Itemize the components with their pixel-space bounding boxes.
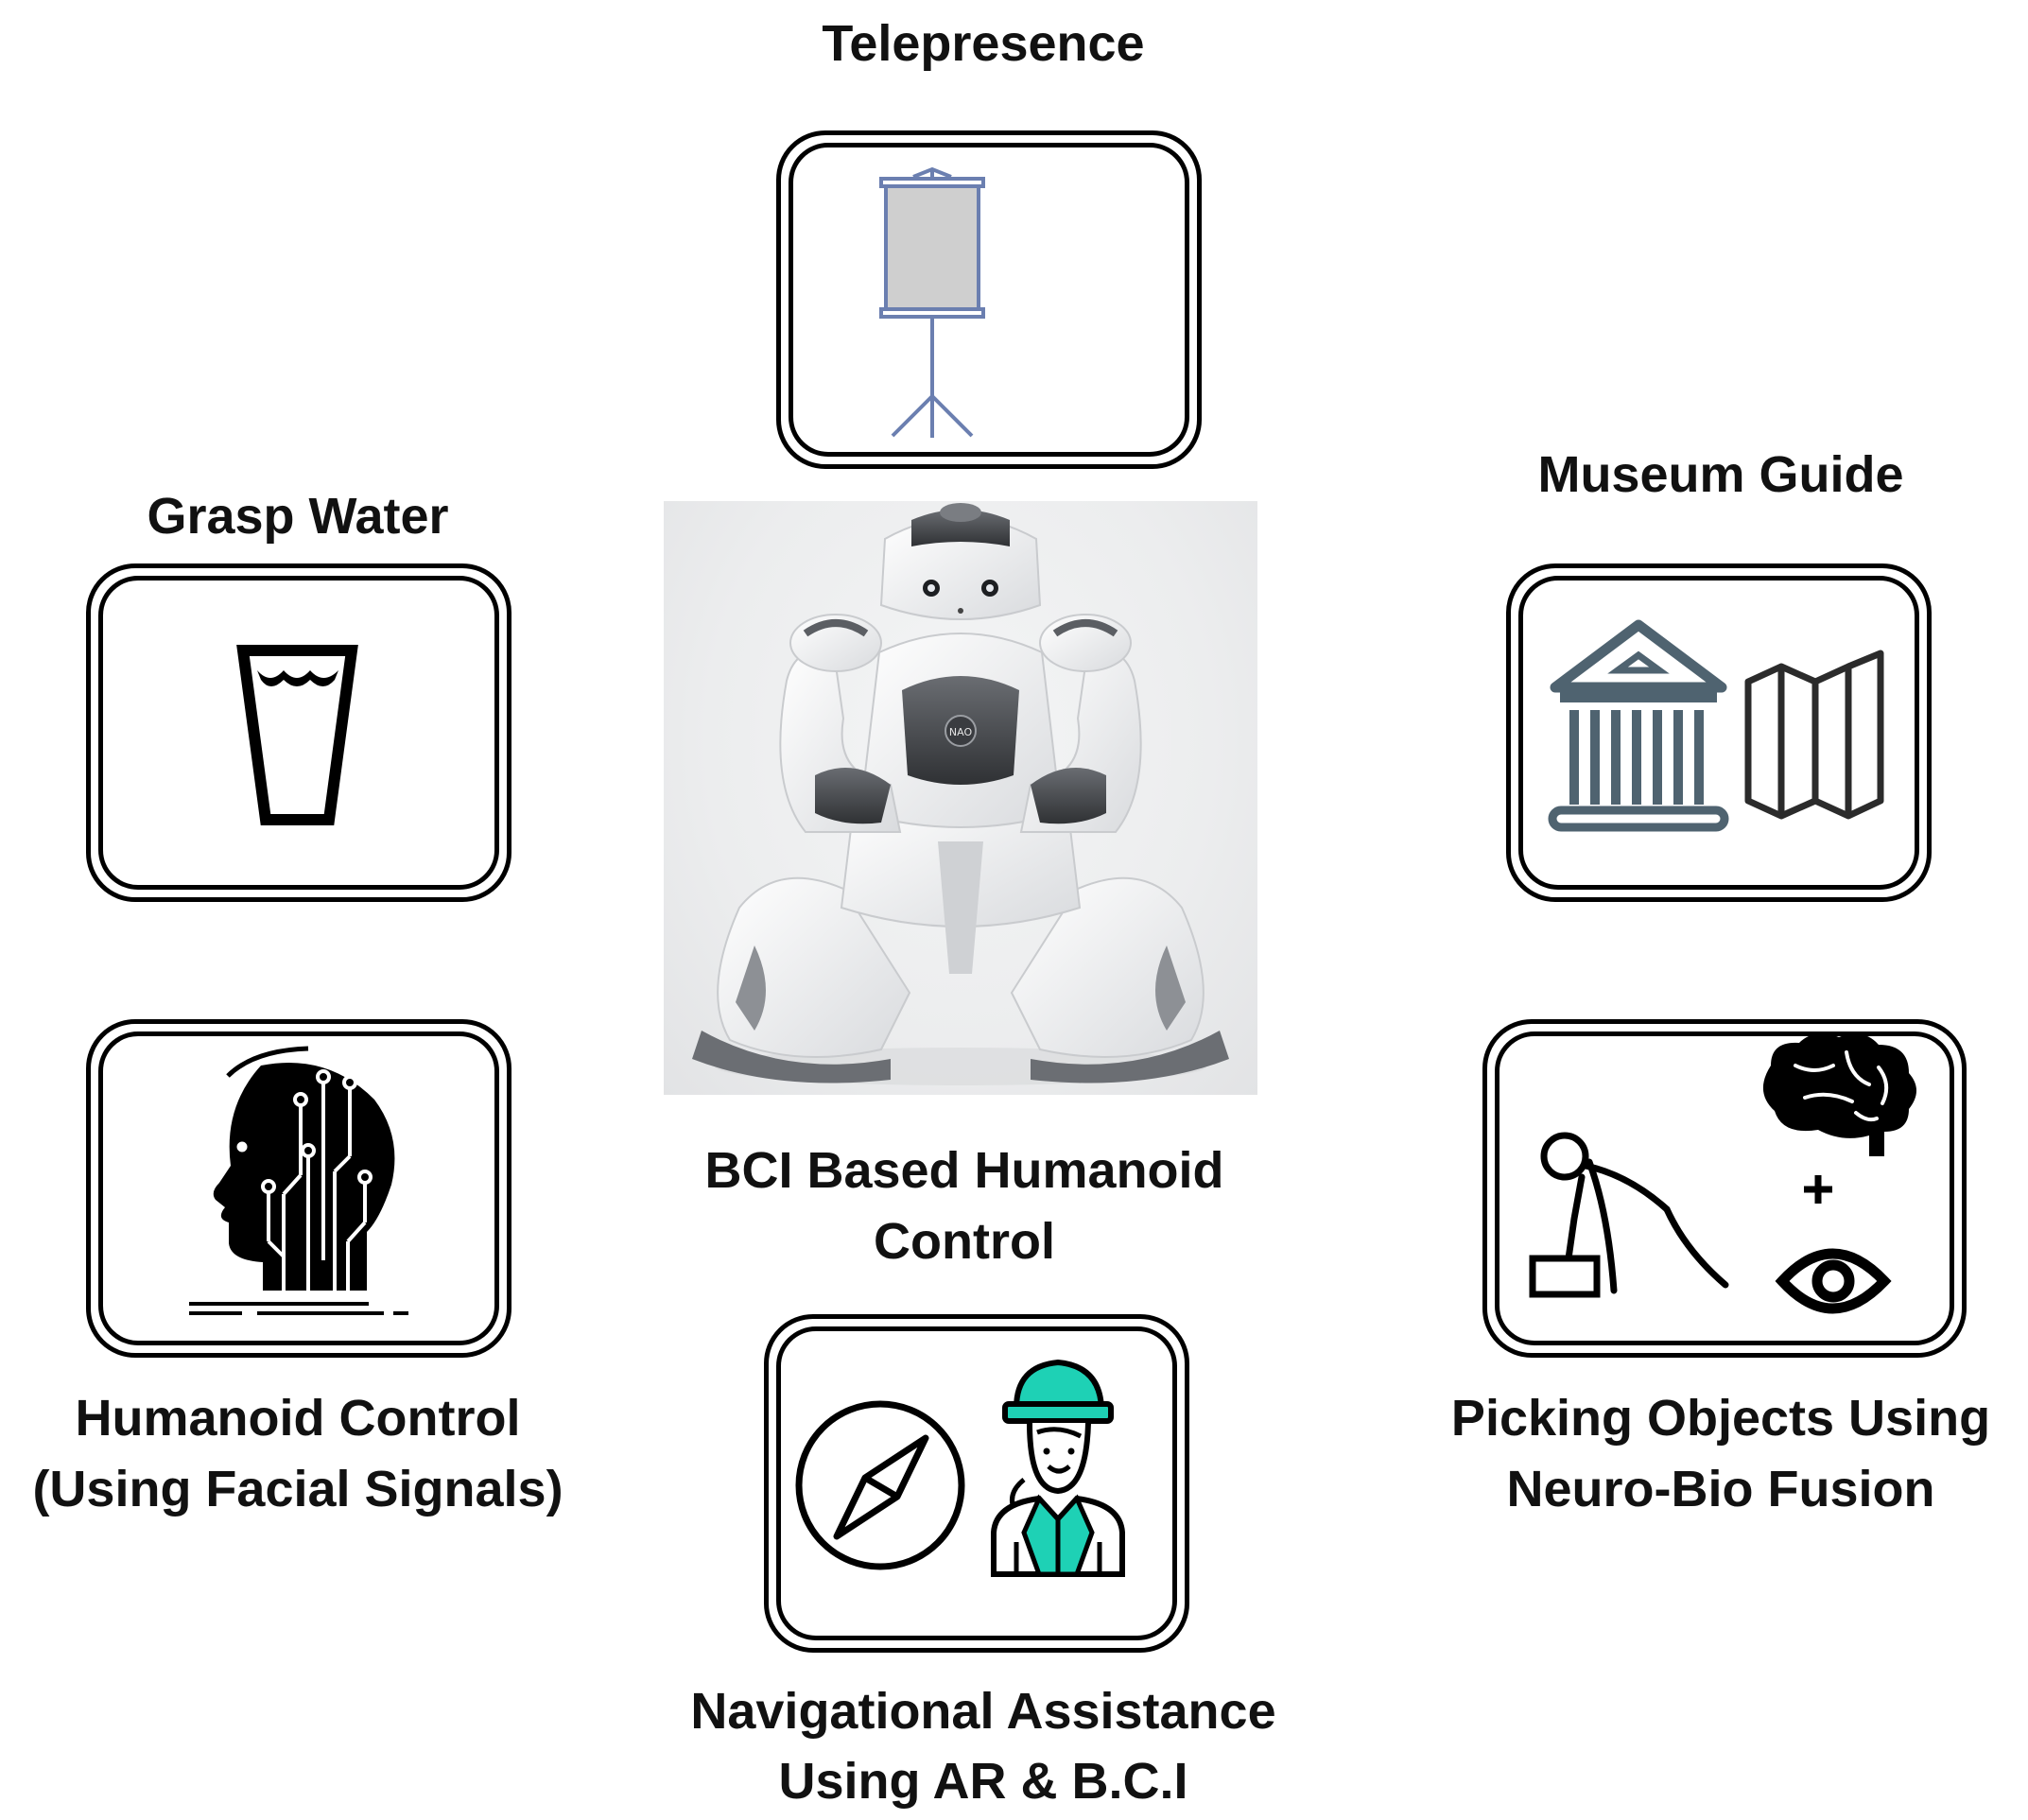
navigation-card [764,1314,1189,1653]
picking-objects-label-line2: Neuro-Bio Fusion [1506,1461,1935,1517]
brain-icon [1762,1033,1916,1156]
map-icon [1744,650,1884,820]
center-title-line1: BCI Based Humanoid [704,1142,1224,1199]
navigation-label-line2: Using AR & B.C.I [778,1753,1188,1810]
telepresence-label: Telepresence [822,15,1145,72]
facial-control-card [86,1019,511,1358]
compass-icon [795,1400,965,1570]
projector-screen-icon [879,166,985,438]
ar-helmet-person-icon [991,1359,1125,1577]
facial-control-label-line2: (Using Facial Signals) [32,1461,563,1517]
grasp-water-card [86,563,511,902]
robot-chest-badge: NAO [949,726,973,738]
plus-icon [1804,1175,1832,1204]
grasp-water-label: Grasp Water [147,488,449,545]
water-glass-icon [236,645,358,825]
picking-objects-card [1482,1019,1967,1358]
navigation-label-line1: Navigational Assistance [690,1683,1276,1740]
center-title-line2: Control [874,1213,1055,1270]
humanoid-robot-image: NAO [664,501,1257,1095]
person-picking-icon [1529,1132,1729,1298]
eye-icon [1775,1248,1892,1314]
facial-control-label-line1: Humanoid Control [75,1390,521,1447]
telepresence-card [776,130,1202,469]
museum-guide-card [1506,563,1932,902]
museum-icon [1548,619,1729,832]
ai-head-icon [189,1046,408,1315]
museum-guide-label: Museum Guide [1537,446,1904,503]
picking-objects-label-line1: Picking Objects Using [1450,1390,1991,1447]
